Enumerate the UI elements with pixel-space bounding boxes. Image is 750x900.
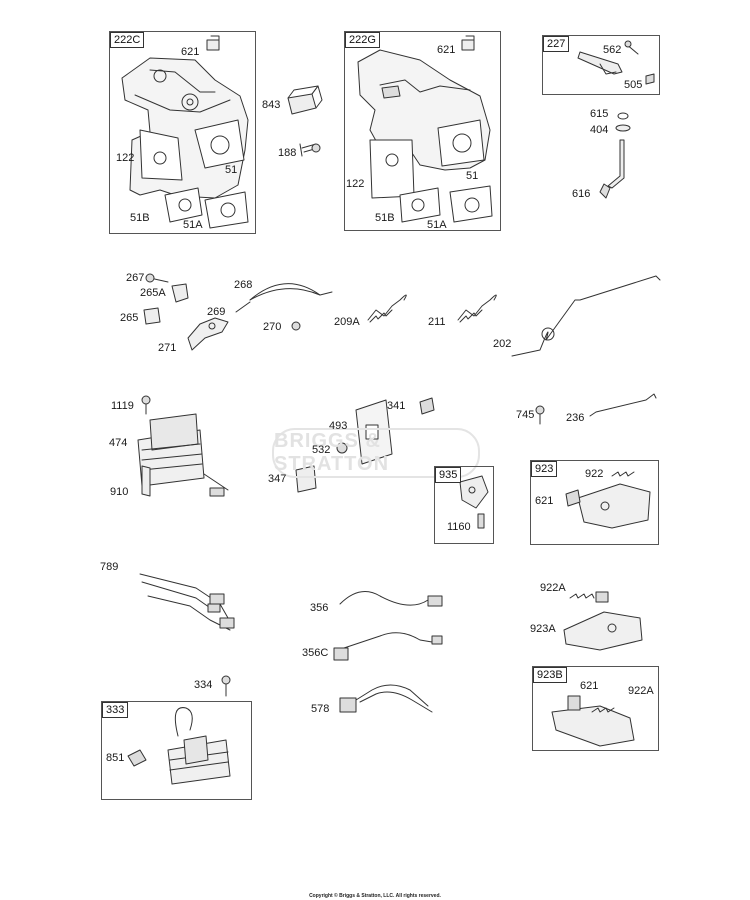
group-tag-935: 935 [435,467,462,483]
part-label-789: 789 [100,561,119,573]
part-label-532: 532 [312,444,331,456]
group-tag-923: 923 [531,461,558,477]
part-label-188: 188 [278,147,297,159]
part-label-923a: 923A [530,623,556,635]
part-label-122: 122 [346,178,365,190]
part-label-267: 267 [126,272,145,284]
part-label-615: 615 [590,108,609,120]
part-label-621: 621 [580,680,599,692]
wires-356-578-drawing [333,591,443,713]
screw-334-drawing [221,675,231,697]
coil-333-drawing [127,707,231,785]
part-label-202: 202 [493,338,512,350]
coil-474-drawing [137,395,229,497]
group-tag-227: 227 [543,36,570,52]
bracket-222c-drawing [121,35,249,229]
part-label-745: 745 [516,409,535,421]
part-label-51: 51 [225,164,238,176]
group-tag-333: 333 [102,702,129,718]
part-label-341: 341 [387,400,406,412]
group-box-222c [109,31,256,234]
part-label-910: 910 [110,486,129,498]
part-843-188-drawing [287,85,323,157]
part-label-51b: 51B [375,212,395,224]
part-label-211: 211 [428,316,446,328]
lever-227-drawing [577,40,655,199]
part-label-1119: 1119 [111,400,134,412]
part-label-271: 271 [158,342,177,354]
part-label-922a: 922A [540,582,566,594]
rod-236-drawing [535,393,657,425]
governor-923-drawing [565,471,651,529]
part-label-1160: 1160 [447,521,471,533]
part-label-843: 843 [262,99,281,111]
lever-935-drawing [459,475,489,529]
group-tag-222c: 222C [110,32,145,48]
part-label-621: 621 [181,46,200,58]
group-tag-923b: 923B [533,667,567,683]
part-label-356: 356 [310,602,329,614]
group-box-923 [530,460,659,545]
part-label-51: 51 [466,170,479,182]
part-label-922a: 922A [628,685,654,697]
part-label-209a: 209A [334,316,360,328]
group-box-227 [542,35,660,95]
part-label-621: 621 [437,44,456,56]
bracket-222g-drawing [357,35,493,223]
rod-202-drawing [511,275,661,357]
part-label-236: 236 [566,412,585,424]
part-265-271-drawing [143,273,229,351]
part-label-51a: 51A [427,219,447,231]
parts-341-493-drawing [295,397,435,493]
part-label-51a: 51A [183,219,203,231]
group-tag-222g: 222G [345,32,380,48]
part-label-562: 562 [603,44,622,56]
part-label-474: 474 [109,437,128,449]
part-label-851: 851 [106,752,125,764]
springs-209a-211-drawing [367,294,497,323]
part-label-922: 922 [585,468,604,480]
part-label-621: 621 [535,495,554,507]
part-label-493: 493 [329,420,348,432]
part-label-356c: 356C [302,647,329,659]
harness-789-drawing [139,573,235,631]
part-label-578: 578 [311,703,330,715]
part-label-505: 505 [624,79,643,91]
part-268-269-drawing [235,283,333,331]
part-label-265: 265 [120,312,139,324]
part-label-334: 334 [194,679,213,691]
part-label-51b: 51B [130,212,150,224]
group-box-923b [532,666,659,751]
part-label-616: 616 [572,188,591,200]
part-label-268: 268 [234,279,253,291]
part-label-265a: 265A [140,287,166,299]
governor-923a-drawing [563,591,643,651]
copyright-notice: Copyright © Briggs & Stratton, LLC. All … [309,893,441,899]
part-label-347: 347 [268,473,287,485]
brand-watermark: BRIGGS & STRATTON [272,428,480,478]
group-box-935 [434,466,494,544]
part-label-122: 122 [116,152,135,164]
part-label-269: 269 [207,306,226,318]
part-label-404: 404 [590,124,609,136]
part-label-270: 270 [263,321,282,333]
group-box-333 [101,701,252,800]
group-box-222g [344,31,501,231]
governor-923b-drawing [551,695,635,747]
